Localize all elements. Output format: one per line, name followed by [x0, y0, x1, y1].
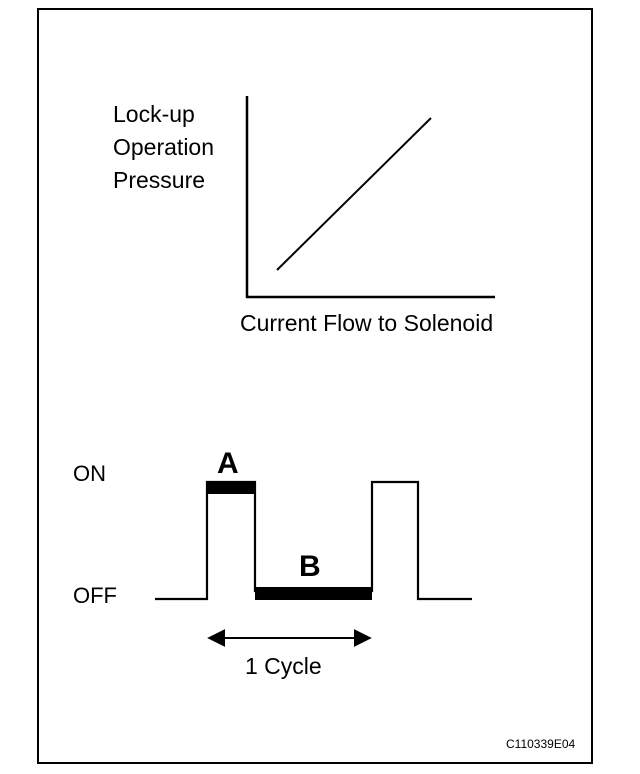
pressure-line: [276, 117, 432, 271]
off-period-bar-b: [255, 587, 372, 600]
duty-cycle-waveform: ON OFF A B 1 Cycle: [73, 447, 472, 679]
label-a: A: [217, 447, 239, 480]
y-axis-label-line-2: Operation: [113, 134, 214, 160]
on-level-label: ON: [73, 461, 106, 486]
on-period-bar-a: [207, 482, 255, 494]
y-axis-label-line-1: Lock-up: [113, 101, 195, 127]
label-b: B: [299, 550, 321, 583]
cycle-label: 1 Cycle: [245, 653, 322, 679]
figure-code: C110339E04: [506, 737, 575, 751]
pressure-graph: Lock-up Operation Pressure Current Flow …: [113, 96, 495, 336]
y-axis-label-line-3: Pressure: [113, 167, 205, 193]
x-axis-label: Current Flow to Solenoid: [240, 310, 493, 336]
off-level-label: OFF: [73, 583, 117, 608]
